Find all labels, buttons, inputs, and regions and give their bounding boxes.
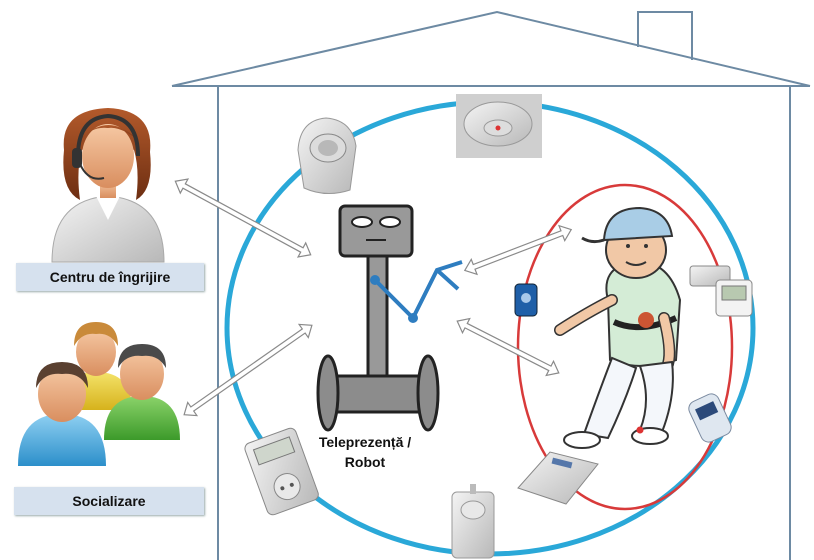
glucose-meter-icon bbox=[688, 393, 732, 443]
blood-pressure-monitor-icon bbox=[689, 265, 753, 317]
arrow-care-robot bbox=[174, 178, 312, 258]
arrow-social-robot bbox=[183, 323, 313, 417]
patient-area-ellipse bbox=[516, 183, 734, 511]
robot-label: Teleprezență / Robot bbox=[300, 432, 430, 472]
smart-plug-icon bbox=[244, 427, 319, 516]
pir-sensor-icon bbox=[451, 484, 495, 559]
house-outline bbox=[171, 10, 811, 560]
caregiver-icon bbox=[51, 108, 165, 263]
arrow-robot-patient-top bbox=[463, 224, 573, 276]
motion-sensor-icon bbox=[297, 117, 357, 194]
group-icon bbox=[18, 322, 180, 466]
smoke-detector-icon bbox=[456, 94, 542, 158]
connection-arrows bbox=[174, 178, 573, 417]
care-center-label: Centru de îngrijire bbox=[16, 263, 204, 291]
robot-label-line2: Robot bbox=[344, 454, 386, 470]
patient-icon bbox=[554, 206, 682, 449]
panic-button-icon bbox=[514, 283, 538, 317]
robot-label-line1: Teleprezență / bbox=[318, 434, 412, 450]
robot-icon bbox=[316, 204, 463, 432]
socializing-label: Socializare bbox=[14, 487, 204, 515]
arrow-robot-patient-bottom bbox=[456, 317, 560, 377]
weight-scale-icon bbox=[517, 451, 599, 505]
